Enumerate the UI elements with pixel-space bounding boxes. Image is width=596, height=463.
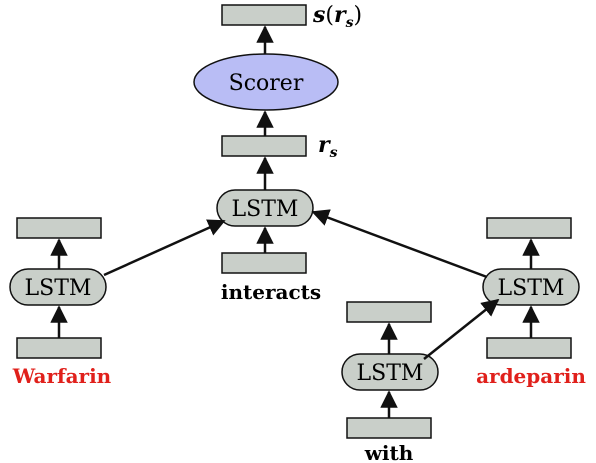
interacts-input-vector (221, 252, 307, 274)
word-interacts: interacts (221, 280, 321, 304)
representation-vector (221, 135, 307, 157)
score-output-label: s(rs) (312, 2, 362, 31)
word-warfarin: Warfarin (12, 364, 112, 388)
arrow-right-to-root (311, 209, 488, 279)
representation-label: rs (318, 132, 338, 161)
ardeparin-input-vector (486, 337, 572, 359)
root-lstm-label: LSTM (232, 197, 299, 222)
arrow-with-to-right (423, 298, 500, 360)
warfarin-lstm-label: LSTM (25, 276, 92, 301)
scorer-label: Scorer (229, 71, 304, 96)
warfarin-output-vector (16, 217, 102, 239)
right-lstm-label: LSTM (498, 276, 565, 301)
ardeparin-output-vector (486, 217, 572, 239)
warfarin-input-vector (16, 337, 102, 359)
word-ardeparin: ardeparin (476, 364, 586, 388)
with-output-vector (346, 301, 432, 323)
with-lstm-label: LSTM (357, 361, 424, 386)
word-with: with (364, 441, 414, 463)
score-output-vector (221, 4, 307, 26)
arrow-warfarin-to-root (103, 219, 226, 277)
with-input-vector (346, 417, 432, 439)
